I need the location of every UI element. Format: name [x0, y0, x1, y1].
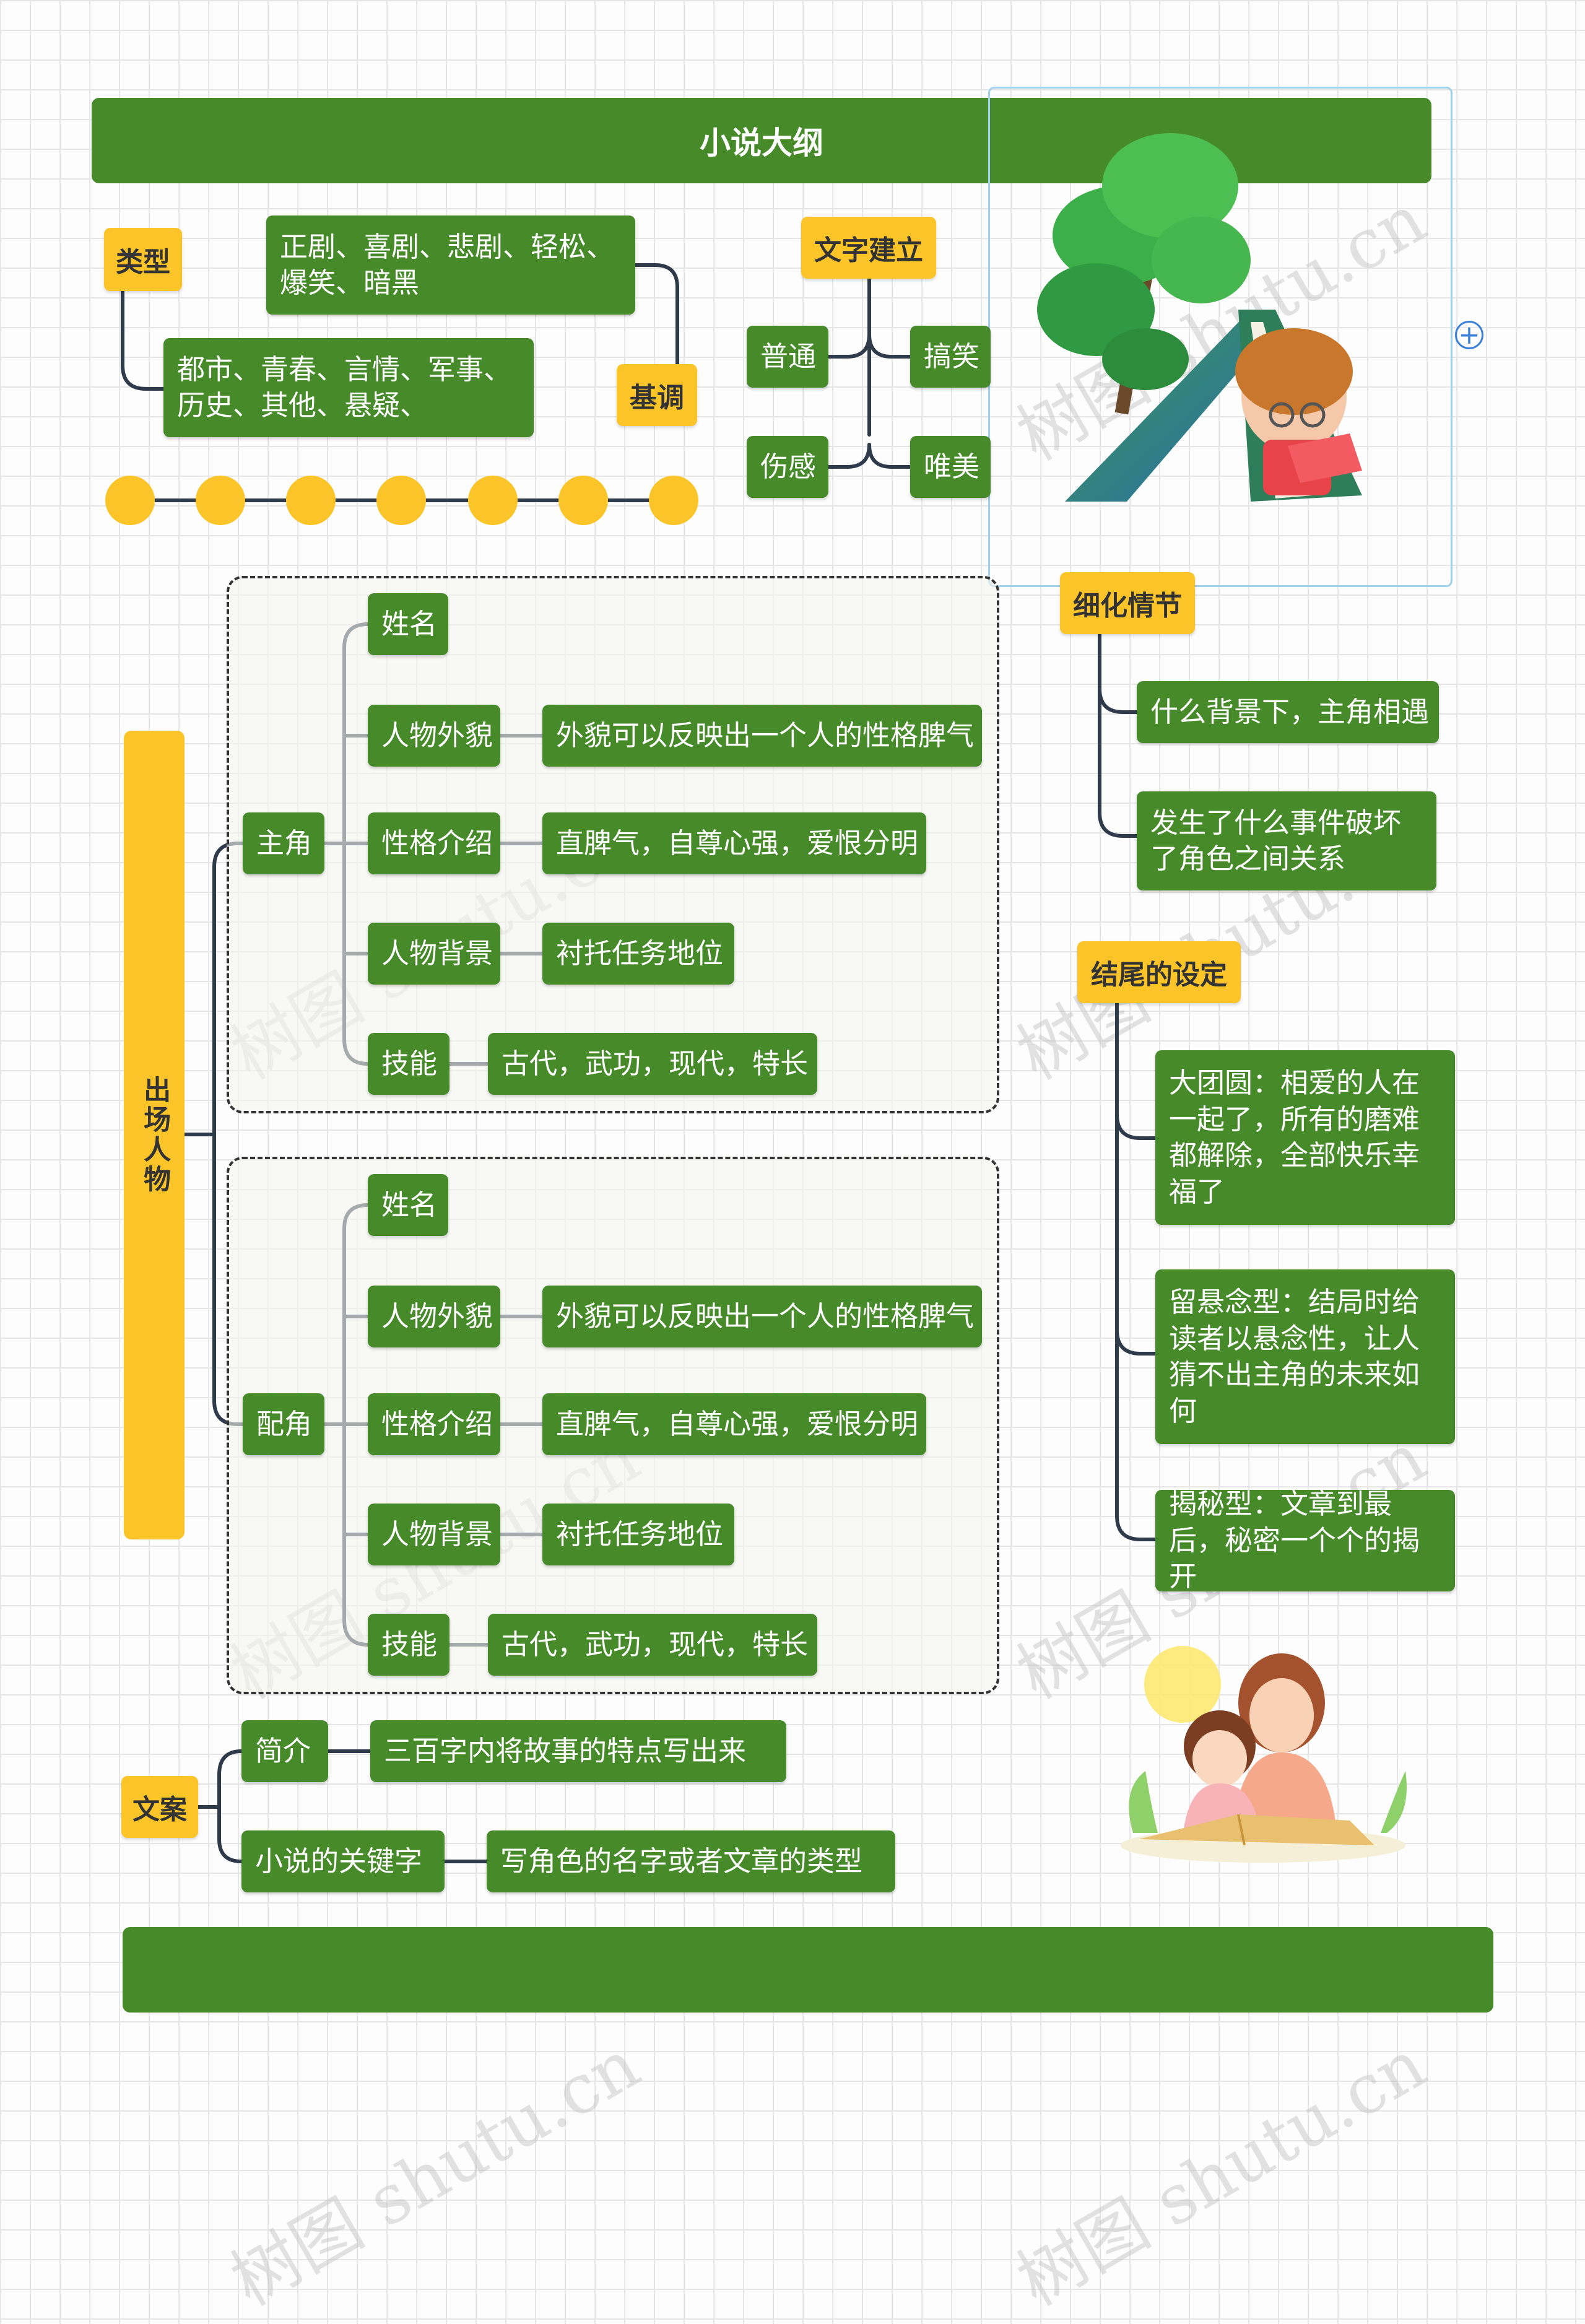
support-role-node[interactable]: 配角: [243, 1393, 324, 1455]
main-role-node[interactable]: 主角: [243, 812, 324, 874]
attr-value-node[interactable]: 古代，武功，现代，特长: [488, 1614, 817, 1676]
ending-item[interactable]: 留悬念型：结局时给读者以悬念性，让人猜不出主角的未来如何: [1155, 1269, 1455, 1444]
title-banner: 小说大纲: [92, 98, 1431, 183]
attr-value-node[interactable]: 直脾气，自尊心强，爱恨分明: [542, 1393, 926, 1455]
copy-value-node[interactable]: 三百字内将故事的特点写出来: [370, 1720, 786, 1782]
attr-node[interactable]: 人物外貌: [368, 705, 500, 767]
plot-item[interactable]: 发生了什么事件破坏了角色之间关系: [1137, 791, 1436, 890]
attr-node[interactable]: 姓名: [368, 1174, 448, 1236]
plot-item[interactable]: 什么背景下，主角相遇: [1137, 681, 1439, 743]
text-style-item[interactable]: 搞笑: [910, 326, 991, 388]
ending-item[interactable]: 揭秘型：文章到最后，秘密一个个的揭开: [1155, 1487, 1455, 1593]
attr-value-node[interactable]: 外貌可以反映出一个人的性格脾气: [542, 1286, 982, 1347]
footer-banner: [123, 1927, 1493, 2013]
genre-node-b[interactable]: 都市、青春、言情、军事、历史、其他、悬疑、: [163, 338, 534, 437]
decor-dot: [196, 476, 245, 525]
ending-item[interactable]: 大团圆：相爱的人在一起了，所有的磨难都解除，全部快乐幸福了: [1155, 1050, 1455, 1225]
decor-dot: [649, 476, 698, 525]
plot-label[interactable]: 细化情节: [1060, 572, 1195, 634]
copy-attr-node[interactable]: 小说的关键字: [241, 1830, 445, 1892]
text-style-item[interactable]: 普通: [747, 326, 828, 388]
copy-label[interactable]: 文案: [121, 1776, 198, 1838]
type-label[interactable]: 类型: [104, 228, 182, 291]
decor-dot: [286, 476, 336, 525]
text-style-item[interactable]: 唯美: [910, 436, 991, 498]
ending-label[interactable]: 结尾的设定: [1077, 941, 1241, 1003]
add-icon[interactable]: +: [1455, 321, 1483, 349]
attr-node[interactable]: 人物外貌: [368, 1286, 500, 1347]
decor-dot: [558, 476, 608, 525]
copy-attr-node[interactable]: 简介: [241, 1720, 328, 1782]
decor-dot: [468, 476, 518, 525]
tone-label[interactable]: 基调: [617, 364, 697, 426]
copy-value-node[interactable]: 写角色的名字或者文章的类型: [487, 1830, 895, 1892]
attr-value-node[interactable]: 直脾气，自尊心强，爱恨分明: [542, 812, 926, 874]
attr-node[interactable]: 人物背景: [368, 923, 500, 985]
attr-node[interactable]: 性格介绍: [368, 812, 500, 874]
genre-node-a[interactable]: 正剧、喜剧、悲剧、轻松、爆笑、暗黑: [266, 215, 635, 315]
page-title: 小说大纲: [700, 125, 823, 161]
attr-node[interactable]: 人物背景: [368, 1504, 500, 1565]
attr-node[interactable]: 性格介绍: [368, 1393, 500, 1455]
characters-label[interactable]: 出场人物: [124, 731, 185, 1539]
attr-node[interactable]: 姓名: [368, 593, 448, 655]
text-style-item[interactable]: 伤感: [747, 436, 828, 498]
tree-book-illustration: [1037, 133, 1362, 502]
decor-dot: [376, 476, 426, 525]
attr-value-node[interactable]: 外貌可以反映出一个人的性格脾气: [542, 705, 982, 767]
decor-dot: [105, 476, 155, 525]
text-style-label[interactable]: 文字建立: [801, 217, 936, 279]
attr-value-node[interactable]: 古代，武功，现代，特长: [488, 1033, 817, 1095]
attr-node[interactable]: 技能: [368, 1614, 449, 1676]
mother-child-reading-illustration: [1121, 1646, 1407, 1863]
attr-value-node[interactable]: 衬托任务地位: [542, 923, 734, 985]
attr-node[interactable]: 技能: [368, 1033, 449, 1095]
attr-value-node[interactable]: 衬托任务地位: [542, 1504, 734, 1565]
